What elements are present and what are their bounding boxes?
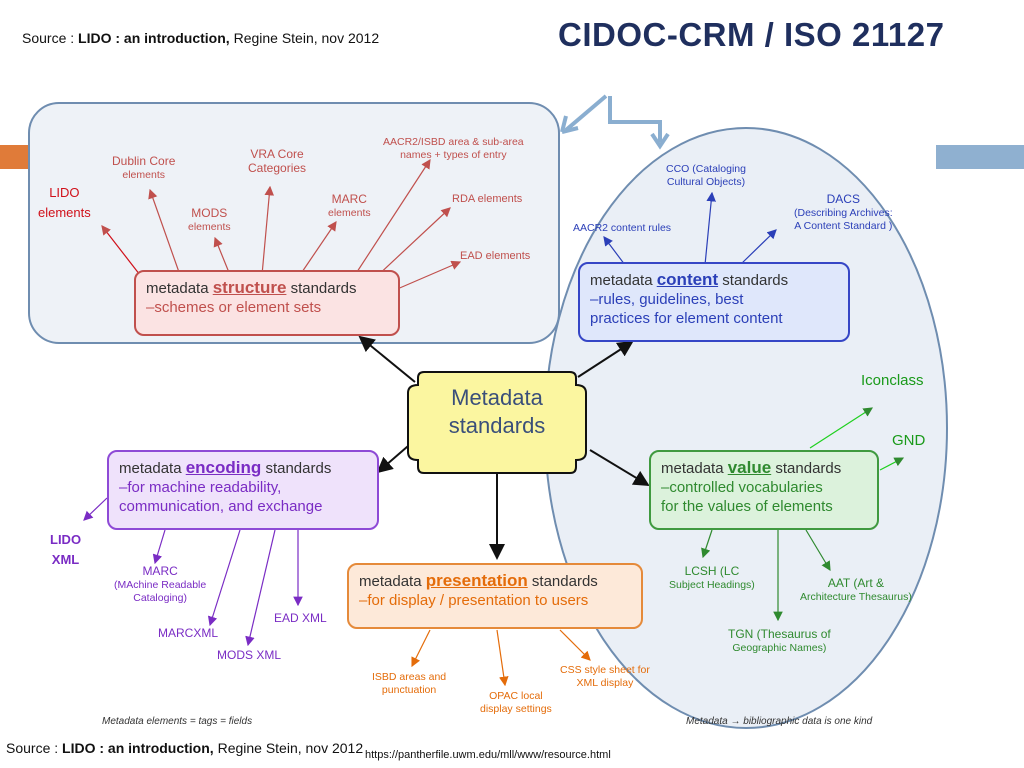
- source-url-link[interactable]: https://pantherfile.uwm.edu/mll/www/reso…: [365, 749, 611, 761]
- center-line2: standards: [448, 413, 546, 438]
- overlay-arrow-left: [564, 94, 608, 132]
- source-citation-top: Source : LIDO : an introduction, Regine …: [22, 30, 380, 46]
- presentation-subtitle: –for display / presentation to users: [359, 592, 589, 609]
- slide-title: CIDOC-CRM / ISO 21127: [558, 16, 945, 53]
- content-standards-box: metadata content standards –rules, guide…: [578, 262, 850, 342]
- item-ead-xml: EAD XML: [274, 611, 327, 625]
- annotation-gnd: GND: [892, 432, 926, 449]
- item-marcxml: MARCXML: [158, 626, 219, 640]
- item-aacr2-content: AACR2 content rules: [573, 222, 672, 234]
- value-keyword: value: [727, 458, 772, 477]
- value-standards-box: metadata value standards –controlled voc…: [649, 450, 879, 530]
- center-line1: Metadata: [451, 385, 543, 410]
- item-mods-xml: MODS XML: [217, 648, 282, 662]
- encoding-standards-box: metadata encoding standards –for machine…: [107, 450, 379, 530]
- footnote-left: Metadata elements = tags = fields: [102, 716, 253, 727]
- gnd-arrow: [879, 457, 905, 471]
- structure-standards-box: metadata structure standards –schemes or…: [134, 270, 400, 336]
- item-aat: AAT (Art &Architecture Thesaurus): [800, 576, 912, 604]
- item-dacs: DACS(Describing Archives:A Content Stand…: [794, 192, 893, 233]
- iconclass-arrow: [809, 407, 874, 449]
- lido-elements-arrow: [101, 225, 141, 276]
- annotation-iconclass: Iconclass: [861, 372, 924, 389]
- center-node-shape: [407, 371, 587, 474]
- presentation-standards-box: metadata presentation standards –for dis…: [347, 563, 643, 629]
- content-keyword: content: [656, 270, 719, 289]
- item-rda-elements: RDA elements: [452, 193, 523, 205]
- encoding-keyword: encoding: [185, 458, 262, 477]
- footnote-right: Metadata → bibliographic data is one kin…: [686, 716, 873, 727]
- item-ead-elements: EAD elements: [460, 250, 531, 262]
- deco-bar-blue-right: [936, 145, 1024, 169]
- source-citation-bottom: Source : LIDO : an introduction, Regine …: [6, 740, 364, 756]
- center-node-label: Metadata standards: [418, 384, 576, 440]
- structure-keyword: structure: [212, 278, 287, 297]
- structure-subtitle: –schemes or element sets: [146, 299, 322, 316]
- overlay-arrow-right: [608, 96, 662, 142]
- presentation-keyword: presentation: [425, 571, 528, 590]
